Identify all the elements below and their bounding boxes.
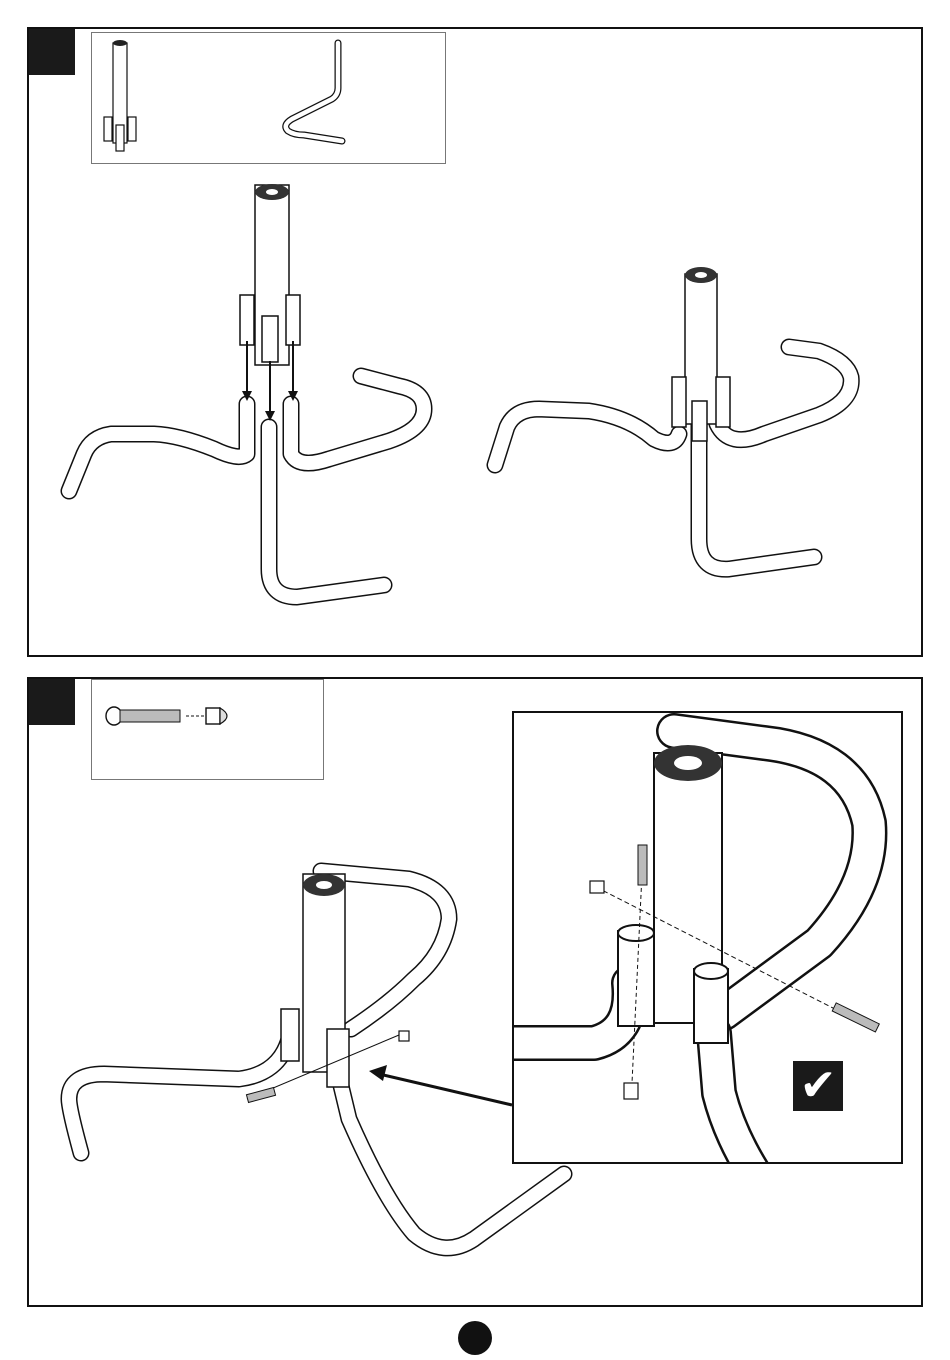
bolt-detail-illustration [514, 713, 903, 1164]
step-2-panel: ✔ [27, 677, 923, 1307]
step-1-panel [27, 27, 923, 657]
bolt-detail-view: ✔ [512, 711, 903, 1164]
checkmark-icon: ✔ [793, 1061, 843, 1111]
assembled-base-view [29, 29, 925, 659]
page-number-marker [458, 1321, 492, 1355]
